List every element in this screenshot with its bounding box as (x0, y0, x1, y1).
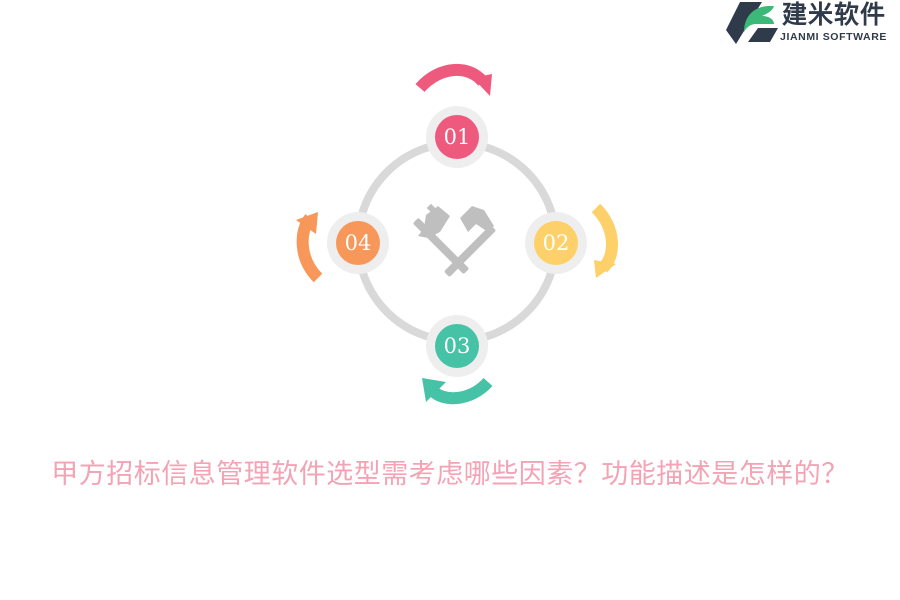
node-03: 03 (443, 334, 471, 358)
cycle-graphics (296, 64, 618, 405)
brand-name-cn: 建米软件 (782, 0, 887, 29)
page-title: 甲方招标信息管理软件选型需考虑哪些因素？功能描述是怎样的？ (51, 459, 849, 490)
node-01: 01 (443, 125, 471, 149)
brand-name-en: JIANMI SOFTWARE (780, 31, 888, 43)
node-02: 02 (542, 231, 570, 255)
arrow-icon-03 (422, 377, 493, 405)
arrow-icon-04 (296, 212, 323, 283)
arrow-icon-02 (591, 203, 618, 278)
crossed-hammers-icon (413, 203, 496, 277)
node-04: 04 (344, 231, 372, 255)
jianmi-logo-icon (726, 2, 778, 44)
brand-logo: 建米软件 JIANMI SOFTWARE (724, 0, 900, 48)
cycle-diagram: 01 02 03 04 (280, 60, 630, 410)
arrow-icon-01 (415, 64, 492, 96)
